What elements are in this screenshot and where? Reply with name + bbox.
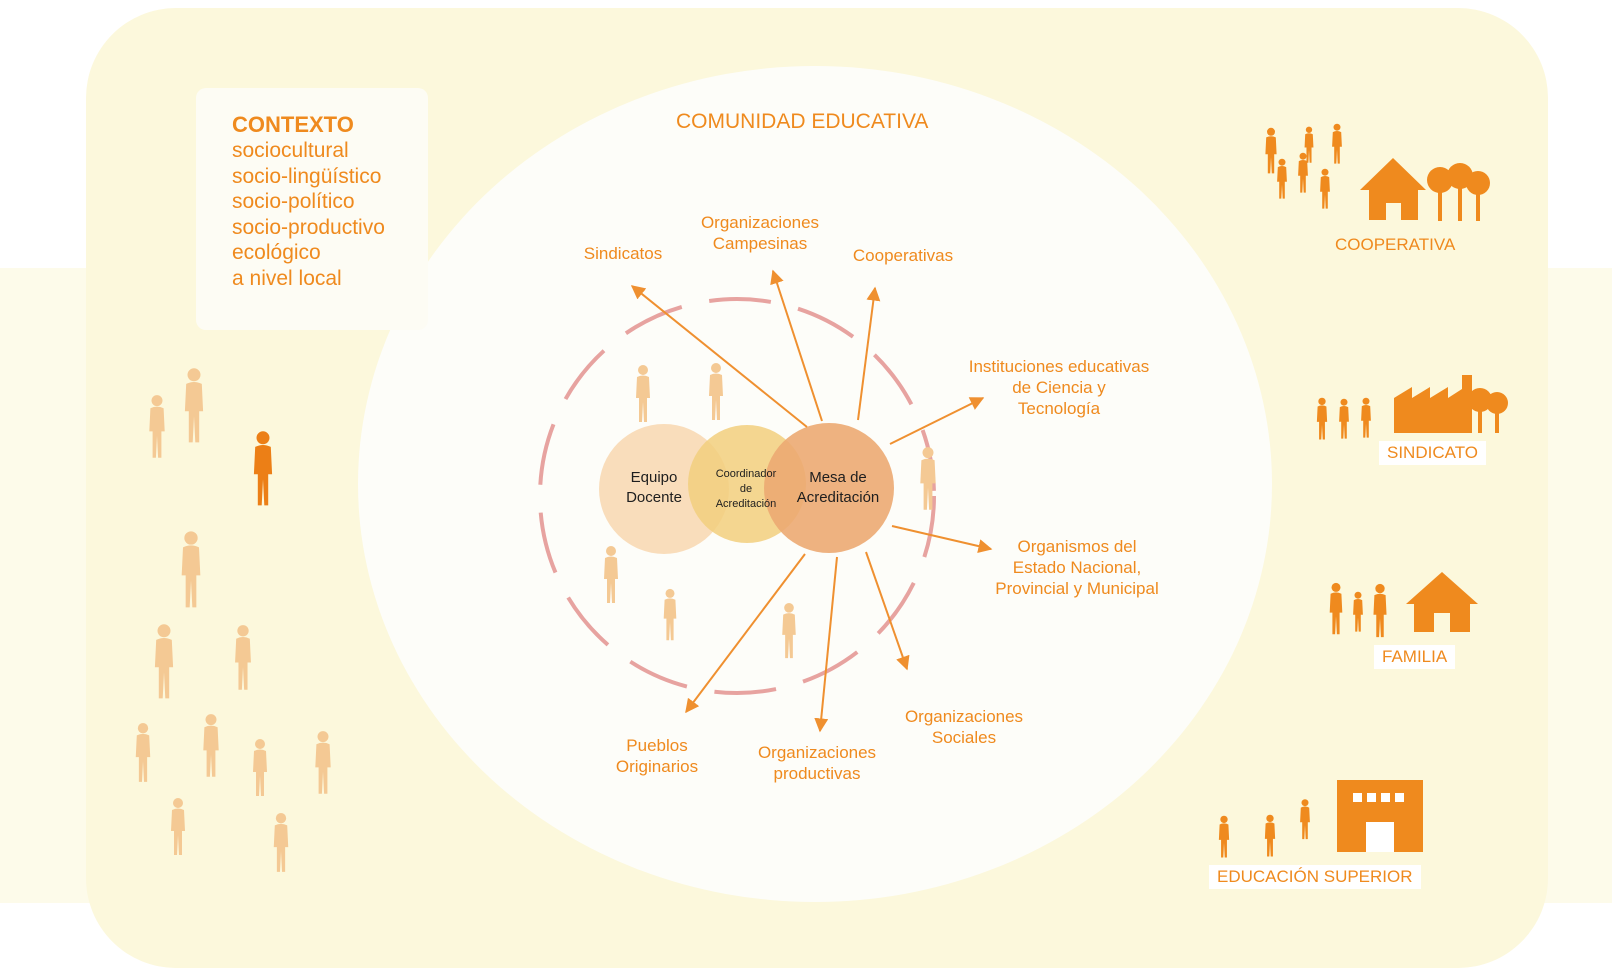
org-label-productivas: Organizaciones productivas [757,743,877,783]
org-label-pueblos: Pueblos Originarios [615,736,699,776]
sector-label-cooperativa: COOPERATIVA [1335,235,1456,254]
highlight-person-icon [253,431,273,506]
sector-label-familia: FAMILIA [1374,645,1456,669]
person-icon [604,546,618,603]
context-item: socio-productivo [232,215,385,239]
diagram-title: COMUNIDAD EDUCATIVA [676,110,929,133]
cooperative-icon [1265,123,1490,221]
person-icon [315,731,331,794]
person-icon [709,363,723,420]
person-icon [235,625,251,690]
person-icon [663,588,677,641]
org-label-campesinas: Organizaciones Campesinas [700,213,820,253]
crowd-people [135,368,331,872]
arrow-cooperativas [857,286,881,421]
community-ring [538,297,936,695]
person-icon [184,368,204,443]
factory-icon [1316,375,1508,440]
person-icon [253,739,267,796]
university-icon [1218,780,1423,858]
arrow-productivas [814,556,838,733]
mesa-acreditacion-circle [764,423,894,553]
person-icon [154,624,174,699]
context-list: sociocultural socio-lingüístico socio-po… [232,138,385,292]
house-icon [1329,572,1478,638]
context-box [196,88,428,330]
sector-label-educacion-superior: EDUCACIÓN SUPERIOR [1209,865,1421,889]
arrow-sociales [865,551,910,671]
context-item: ecológico [232,241,321,265]
org-label-cooperativas: Cooperativas [852,246,954,265]
arrows [630,269,993,733]
person-icon [171,798,185,855]
org-label-instituciones: Instituciones educativas de Ciencia y Te… [968,357,1150,418]
person-icon [273,813,289,872]
person-icon [782,602,796,659]
arrow-sindicatos [630,285,808,428]
sector-label-sindicato: SINDICATO [1379,441,1486,465]
person-icon [135,723,151,782]
arrow-organismos [891,525,993,553]
org-label-organismos: Organismos del Estado Nacional, Provinci… [995,537,1159,598]
context-title: CONTEXTO [232,112,354,137]
mesa-acreditacion-label: Mesa de Acreditación [796,469,880,506]
org-label-sociales: Organizaciones Sociales [904,707,1024,747]
context-item: socio-lingüístico [232,164,382,188]
context-item: socio-político [232,190,355,214]
arrow-pueblos [685,553,806,714]
coordinador-label: Coordinador de Acreditación [715,468,777,510]
context-item: a nivel local [232,266,342,290]
person-icon [203,714,219,777]
org-label-sindicatos: Sindicatos [583,244,663,263]
person-icon [636,365,650,422]
equipo-docente-label: Equipo Docente [626,469,682,506]
arrow-campesinas [770,269,823,422]
person-icon [181,531,201,608]
context-item: sociocultural [232,139,349,162]
person-icon [149,395,165,458]
arrow-instituciones [889,397,985,445]
